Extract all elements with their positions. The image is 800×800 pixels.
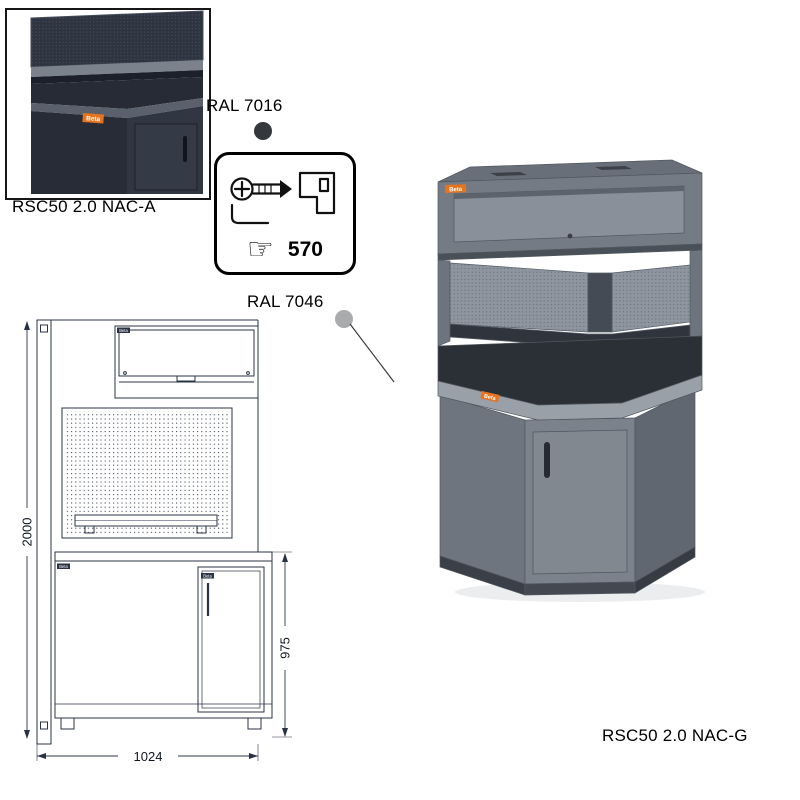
top-cabinet bbox=[437, 159, 703, 261]
product-render-3d: Beta Beta bbox=[437, 159, 705, 602]
middle-open-section bbox=[437, 249, 703, 348]
dimension-labels: 2000 975 1024 bbox=[20, 518, 293, 764]
base-cabinet bbox=[439, 387, 696, 596]
dim-bench-975: 975 bbox=[278, 637, 293, 659]
fixing-hardware-icon bbox=[230, 171, 336, 225]
worktop bbox=[437, 335, 703, 421]
beta-logo-worktop: Beta bbox=[480, 391, 500, 403]
drawing-foot-right bbox=[247, 717, 262, 730]
ral-7016-swatch-circle bbox=[254, 122, 272, 140]
roof-vent bbox=[490, 172, 527, 176]
right-frame-post bbox=[689, 249, 703, 340]
door-handle bbox=[544, 442, 550, 478]
flap-shadow bbox=[454, 186, 684, 199]
drawing-wall-cabinet bbox=[114, 325, 259, 399]
drawing-perforated-panel bbox=[61, 407, 233, 539]
ral-7046-swatch-circle bbox=[335, 310, 353, 328]
perforated-panel-left bbox=[449, 262, 589, 333]
plinth-front bbox=[524, 581, 636, 596]
dim-height-2000: 2000 bbox=[20, 518, 35, 547]
fixing-info-box: ☞ 570 bbox=[214, 152, 356, 275]
ral-7046-swatch bbox=[335, 310, 353, 328]
callout-pointer-line bbox=[349, 323, 395, 383]
base-door bbox=[532, 429, 628, 575]
drawing-left-upright bbox=[36, 319, 52, 745]
top-cabinet-underside bbox=[437, 243, 703, 261]
product-code-nac-a: RSC50 2.0 NAC-A bbox=[12, 197, 156, 216]
ral-7016-label: RAL 7016 bbox=[206, 96, 283, 115]
drawing-base-door bbox=[197, 566, 265, 713]
base-door bbox=[134, 123, 198, 191]
flap-knob bbox=[567, 233, 573, 239]
hook-icon bbox=[230, 203, 270, 225]
drawing-worktop bbox=[54, 551, 273, 562]
dimension-lines bbox=[24, 321, 292, 761]
beta-logo: Beta bbox=[82, 113, 104, 124]
ral-7016-swatch bbox=[254, 122, 272, 140]
bracket-icon bbox=[298, 171, 336, 215]
worktop-front-edge bbox=[437, 374, 703, 421]
beta-logo-text: Beta bbox=[449, 187, 463, 193]
worktop-edge bbox=[31, 98, 203, 118]
beta-logo-text: Beta bbox=[86, 115, 101, 123]
drawing-unit-outline bbox=[36, 319, 273, 745]
pointing-hand-icon: ☞ bbox=[247, 233, 274, 266]
panel-rail bbox=[31, 60, 203, 77]
fixing-quantity-row: ☞ 570 bbox=[247, 235, 323, 265]
screw-head-icon bbox=[230, 177, 254, 201]
shadow-gap bbox=[31, 70, 203, 84]
drawing-foot-left bbox=[60, 717, 75, 730]
door-handle bbox=[183, 136, 187, 162]
beta-logo-text: Beta bbox=[59, 564, 68, 569]
beta-logo-top: Beta bbox=[445, 184, 467, 193]
product-code-nac-g: RSC50 2.0 NAC-G bbox=[602, 726, 748, 745]
detail-photo: Beta bbox=[7, 10, 205, 194]
screw-tip-icon bbox=[280, 180, 292, 198]
left-frame-post bbox=[437, 259, 451, 347]
worktop-surface bbox=[31, 77, 203, 109]
inner-corner bbox=[587, 272, 613, 333]
dim-width-1024: 1024 bbox=[134, 749, 163, 764]
base-left-face bbox=[31, 111, 127, 194]
detail-photo-inset: Beta bbox=[5, 8, 211, 200]
perforated-panel-right bbox=[611, 264, 691, 333]
beta-logo-text: Beta bbox=[483, 394, 497, 403]
technical-drawing-front-view: Beta Beta Beta 2000 975 bbox=[20, 319, 293, 764]
ral-7046-label: RAL 7046 bbox=[247, 292, 324, 311]
beta-logo-text: Beta bbox=[203, 574, 212, 579]
plinth-right bbox=[634, 546, 696, 594]
drawing-beta-logos: Beta Beta Beta bbox=[57, 327, 214, 579]
perforated-panel bbox=[30, 10, 204, 68]
beta-logo-text: Beta bbox=[119, 328, 128, 333]
fixing-quantity: 570 bbox=[287, 238, 323, 261]
roof-vent bbox=[595, 166, 632, 170]
base-left-face bbox=[439, 394, 526, 585]
drawing-base-cabinet bbox=[54, 560, 273, 719]
